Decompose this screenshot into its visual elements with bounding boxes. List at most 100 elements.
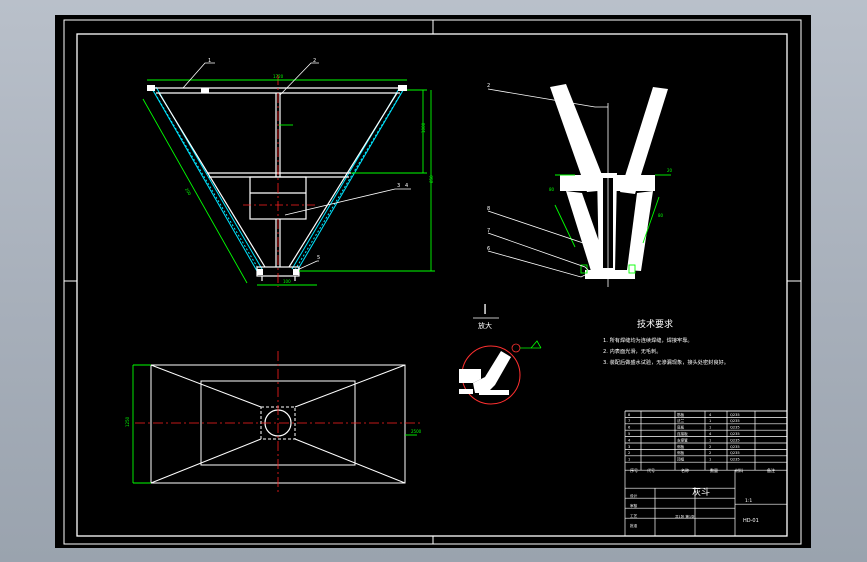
header-cell-material: 材料 <box>735 467 743 473</box>
detail-view: I 放大 <box>459 303 542 405</box>
side-balloon-6: 6 <box>487 246 490 252</box>
header-cell-remark: 备注 <box>767 467 775 473</box>
header-cell-name: 名称 <box>681 467 689 473</box>
parts-list-cell: 法兰 <box>677 418 685 423</box>
front-dim-5: 100 <box>283 279 291 284</box>
front-balloons: 1 2 3 4 5 <box>208 58 408 261</box>
tech-req-title: 技术要求 <box>637 318 673 330</box>
drawing-number: HD-01 <box>743 518 759 524</box>
parts-list-cell: 7 <box>628 419 630 423</box>
tech-req-item-1: 1. 所有焊缝均为连续焊缝，焊接牢靠。 <box>603 336 693 344</box>
detail-part-shape <box>459 351 511 395</box>
drawing-title: 灰斗 <box>692 486 710 498</box>
detail-weld-symbol <box>511 343 521 353</box>
sig-design: 设计 <box>630 493 638 498</box>
front-balloon-3: 3 <box>397 183 400 189</box>
front-corner-blocks <box>147 85 407 275</box>
parts-list-cell: 1 <box>709 426 711 430</box>
side-dimension-texts: 80 80 20 <box>549 168 673 218</box>
side-view-solid-walls <box>550 84 668 279</box>
top-dim-2: 2500 <box>411 429 422 434</box>
header-cell-no: 序号 <box>630 467 638 473</box>
parts-list-cell: 1 <box>709 438 711 442</box>
parts-list-cell: Q235 <box>730 419 740 423</box>
detail-scale-label: 放大 <box>478 321 492 330</box>
parts-list-cell: 侧板 <box>677 450 685 455</box>
side-dim-3: 20 <box>667 168 673 173</box>
front-dim-3: 850 <box>429 175 434 183</box>
front-dim-2: 1000 <box>421 122 426 133</box>
parts-list-cell: 底板 <box>677 425 685 430</box>
signature-labels: 设计 审核 工艺 批准 <box>630 493 638 528</box>
side-view: 80 80 20 2 8 7 6 <box>487 83 673 287</box>
parts-list-cell: 顶框 <box>677 457 685 462</box>
top-center-lines <box>135 351 421 495</box>
tech-req-item-2: 2. 内表面光滑，无毛刺。 <box>603 347 661 355</box>
parts-list-cell: 2 <box>709 445 711 449</box>
parts-list-cell: 6 <box>628 426 631 430</box>
parts-list-cell: 2 <box>709 451 711 455</box>
parts-list-cell: 2 <box>628 451 630 455</box>
parts-list-cell: Q235 <box>730 426 740 430</box>
top-dim-1: 1250 <box>125 416 130 427</box>
parts-list-cell: 1 <box>709 458 711 462</box>
drawing-scale: 1:1 <box>745 498 752 504</box>
front-leaders <box>182 62 411 272</box>
parts-list-cell: 侧板 <box>677 444 685 449</box>
parts-list-cell: 支撑管 <box>677 437 688 442</box>
parts-list-cell: 3 <box>628 445 630 449</box>
sig-review: 审核 <box>630 503 638 508</box>
title-block-grid <box>624 410 788 536</box>
tech-req-item-3: 3. 装配后做盛水试验，无渗漏现象，接头处密封良好。 <box>603 358 729 366</box>
front-dim-4: 200 <box>184 187 192 197</box>
drawing-canvas: 1720 1000 850 200 100 1 2 3 4 5 <box>55 15 811 548</box>
parts-list-cell: Q235 <box>730 445 740 449</box>
parts-list-cell: Q235 <box>730 413 740 417</box>
front-balloon-5: 5 <box>317 255 320 261</box>
parts-list-cell: 1 <box>628 458 630 462</box>
technical-requirements: 技术要求 1. 所有焊缝均为连续焊缝，焊接牢靠。 2. 内表面光滑，无毛刺。 3… <box>603 318 729 366</box>
sig-process: 工艺 <box>630 513 638 518</box>
header-cell-qty: 数量 <box>710 467 718 473</box>
side-dimensions <box>554 174 671 274</box>
parts-list-cell: 连接板 <box>677 431 688 436</box>
side-leaders <box>487 88 608 278</box>
center-marks <box>64 20 801 544</box>
side-balloon-2: 2 <box>487 83 490 89</box>
front-dimension-texts: 1720 1000 850 200 100 <box>184 74 434 284</box>
inner-border <box>76 33 788 537</box>
header-cell-code: 代号 <box>647 467 655 473</box>
front-balloon-4: 4 <box>405 183 408 189</box>
front-dim-1: 1720 <box>273 74 284 79</box>
front-view-outline <box>150 87 407 281</box>
side-dim-2: 80 <box>658 213 664 218</box>
top-dimension-texts: 1250 2500 <box>125 416 422 434</box>
front-view: 1720 1000 850 200 100 1 2 3 4 5 <box>142 58 435 287</box>
parts-list-cell: Q235 <box>730 451 740 455</box>
detail-label: I <box>483 303 487 318</box>
parts-list-cell: 筋板 <box>677 412 685 417</box>
side-balloon-7: 7 <box>487 228 490 234</box>
parts-list-cell: 1 <box>709 419 711 423</box>
parts-list-cell: Q235 <box>730 432 740 436</box>
parts-list-header: 序号 代号 名称 数量 材料 备注 <box>630 467 775 473</box>
outer-border <box>63 19 802 545</box>
parts-list-cell: 5 <box>628 432 630 436</box>
side-balloon-8: 8 <box>487 206 490 212</box>
parts-list-cell: 4 <box>628 438 631 442</box>
parts-list-cell: 8 <box>628 413 631 417</box>
parts-list-cell: 4 <box>709 432 712 436</box>
side-dim-1: 80 <box>549 187 555 192</box>
front-balloon-1: 1 <box>208 58 211 64</box>
sheet-text: 共1张 第1张 <box>675 514 695 519</box>
parts-list-cell: Q235 <box>730 438 740 442</box>
detail-weld-leader <box>520 340 542 349</box>
front-balloon-2: 2 <box>313 58 316 64</box>
parts-list-cell: Q235 <box>730 458 740 462</box>
parts-list-cell: 4 <box>709 413 712 417</box>
top-view: 1250 2500 <box>125 351 422 495</box>
top-dimensions <box>132 364 417 484</box>
cad-drawing: 1720 1000 850 200 100 1 2 3 4 5 <box>63 19 802 545</box>
